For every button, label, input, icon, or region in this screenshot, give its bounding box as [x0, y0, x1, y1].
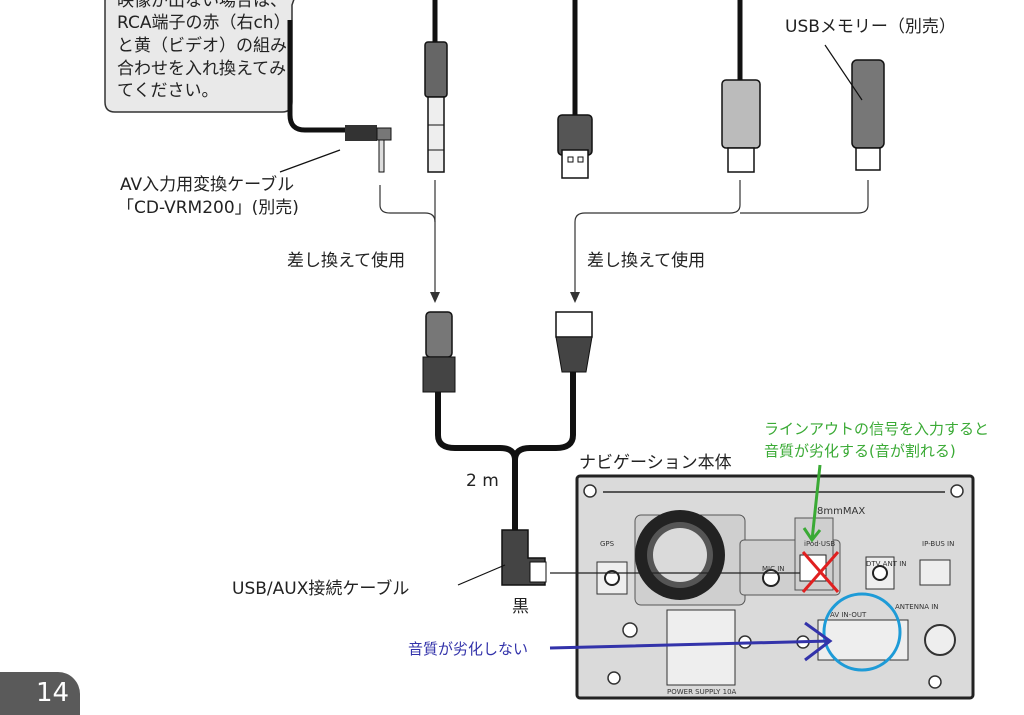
av-cable-label: AV入力用変換ケーブル: [120, 175, 295, 195]
page-number: 14: [0, 672, 80, 715]
unit-label: 8mmMAX: [817, 506, 866, 517]
navigation-unit-rear: [575, 474, 975, 700]
usb-plug-icon: [557, 114, 593, 179]
green-annotation-2: 音質が劣化する(音が割れる): [764, 442, 956, 460]
round-connector-icon: [422, 311, 456, 393]
l-plug-icon: [345, 125, 392, 173]
blue-annotation: 音質が劣化しない: [408, 640, 529, 658]
highlight-circle: [822, 592, 902, 672]
cable-length: 2 m: [466, 471, 499, 491]
unit-label: MIC IN: [762, 565, 785, 573]
blue-arrow-icon: [549, 621, 833, 662]
callout-line: 合わせを入れ換えてみ: [117, 59, 287, 79]
unit-label: AV IN-OUT: [830, 611, 867, 619]
usb-aux-cable-label: USB/AUX接続ケーブル: [232, 579, 410, 599]
unit-label: POWER SUPPLY 10A: [667, 688, 737, 696]
unit-label: IP-BUS IN: [922, 540, 955, 548]
ipod-usb-plug-icon: [721, 79, 761, 173]
cables-top: [287, 0, 743, 133]
mini-plug-icon: [424, 41, 448, 173]
unit-label: iPod·USB: [804, 540, 836, 548]
swap-label-left: 差し換えて使用: [287, 251, 406, 271]
av-cable-model: 「CD-VRM200」(別売): [117, 198, 299, 218]
green-annotation-1: ラインアウトの信号を入力すると: [764, 420, 990, 438]
color-label: 黒: [512, 597, 529, 617]
callout-line: RCA端子の赤（右ch）: [117, 13, 291, 33]
usb-aux-connector-icon: [501, 529, 547, 586]
green-arrow-icon: [802, 464, 822, 543]
usb-memory-icon: [851, 59, 885, 171]
usb-socket-icon: [555, 311, 593, 373]
callout-line: と黄（ビデオ）の組み: [117, 36, 287, 56]
unit-label: GPS: [600, 540, 615, 548]
callout-line: 映像が出ない場合は、: [117, 0, 287, 11]
swap-label-right: 差し換えて使用: [587, 251, 706, 271]
unit-label: ANTENNA IN: [895, 603, 939, 611]
cross-icon: [801, 551, 840, 593]
usb-memory-label: USBメモリー（別売）: [785, 17, 956, 37]
unit-label: DTV ANT IN: [866, 560, 907, 568]
callout-line: てください。: [117, 81, 219, 101]
nav-unit-label: ナビゲーション本体: [579, 453, 732, 473]
